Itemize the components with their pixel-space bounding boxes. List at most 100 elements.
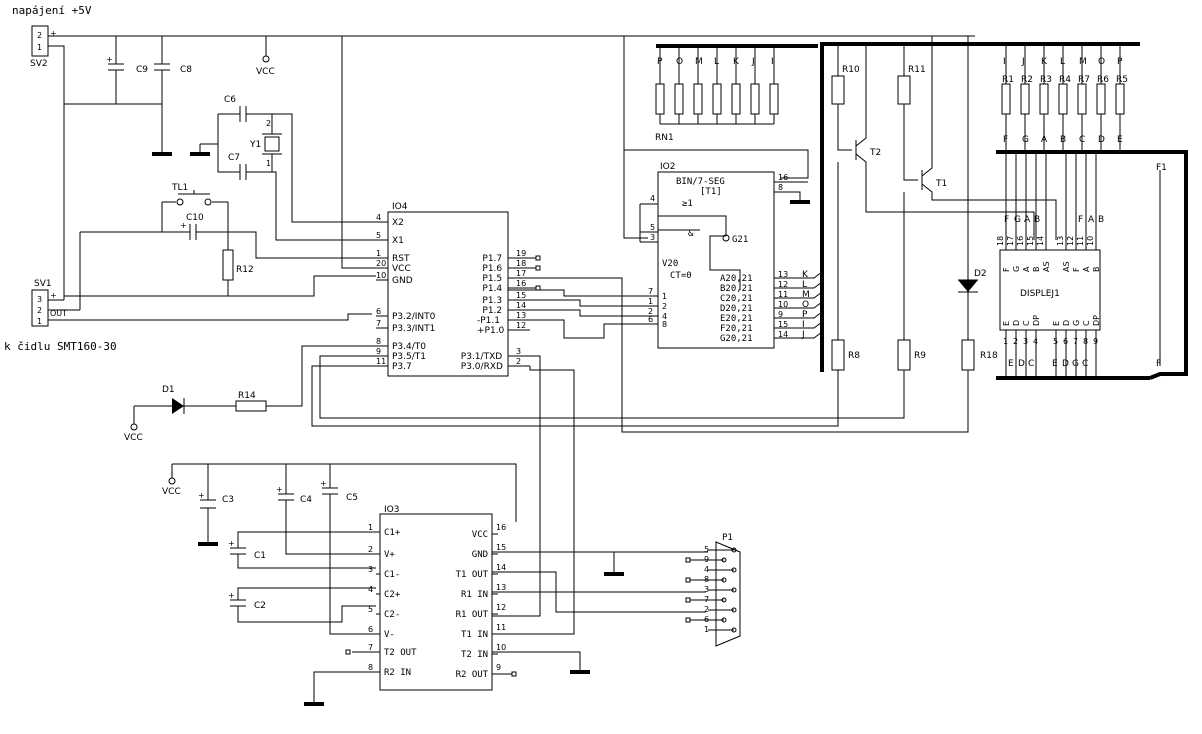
c3-plus: +	[198, 491, 205, 500]
io3-pin-name: C2-	[384, 610, 400, 620]
display-pin-name: D	[1062, 320, 1071, 326]
r10-label: R10	[842, 65, 860, 75]
io2-pin-number: 10	[778, 300, 788, 309]
display-pin-name: G	[1072, 320, 1081, 326]
display-resistor	[1020, 83, 1030, 115]
r14-resistor	[235, 400, 267, 412]
display-pin-name: AS	[1042, 261, 1051, 272]
display-resistor	[1096, 83, 1106, 115]
y1-crystal	[264, 136, 280, 152]
io4-chip: IO4 4X25X11RST20VCC10GND6P3.2/INT07P3.3/…	[376, 202, 541, 377]
t2-label: T2	[869, 148, 881, 158]
c2-label: C2	[254, 601, 266, 611]
display-resistor	[1115, 83, 1125, 115]
ground-symbol-2	[190, 152, 210, 156]
io4-pin-number: 12	[516, 321, 526, 330]
io4-pin-name: GND	[392, 276, 413, 286]
c10-label: C10	[186, 213, 204, 223]
io2-subtitle: [T1]	[700, 187, 722, 197]
p1-pin-contact	[731, 567, 737, 573]
c10-plus: +	[180, 221, 187, 230]
io2-pin-4: 4	[650, 194, 655, 203]
display-resistor-bottom-letter: G	[1022, 135, 1029, 145]
io2-signal-letter: O	[802, 300, 809, 310]
io2-pin-number: 9	[778, 310, 783, 319]
display-pin-number: 18	[996, 236, 1005, 246]
io4-pin-name: P1.2	[482, 306, 502, 316]
rn1-resistor	[655, 83, 665, 115]
io4-pin-name: P3.0/RXD	[461, 362, 503, 372]
p1-pin-number: 5	[704, 545, 709, 554]
display-resistor-top-letter: O	[1098, 57, 1105, 67]
sv1-pin-2: 2	[37, 306, 42, 315]
io2-pin-number: 15	[778, 320, 788, 329]
display-pin-name: B	[1092, 267, 1101, 273]
display-pin-name: AS	[1062, 261, 1071, 272]
io3-pin-number: 10	[496, 643, 506, 652]
ground-symbol-1	[152, 152, 172, 156]
io4-pin-number: 7	[376, 319, 381, 328]
p1-nc-pin	[685, 577, 691, 583]
c1-label: C1	[254, 551, 266, 561]
p1-pin-number: 1	[704, 625, 709, 634]
display-resistor-bottom-letter: B	[1060, 135, 1066, 145]
p1-pin-contact	[721, 617, 727, 623]
display-resistor-name: R6	[1097, 75, 1109, 85]
c9-plus: +	[106, 55, 113, 64]
io4-pin-name: P3.1/TXD	[461, 352, 502, 362]
io2-signal-letter: I	[802, 320, 805, 330]
p1-pin-number: 3	[704, 585, 709, 594]
displej1-name: DISPLEJ1	[1020, 289, 1060, 299]
rn1-pin-label: P	[657, 57, 663, 67]
rn1-pin-label: L	[714, 57, 719, 67]
io2-pin-name: C20,21	[720, 294, 753, 304]
display-pin-number: 17	[1006, 236, 1015, 246]
svg-text:2: 2	[266, 119, 271, 128]
io4-pin-number: 18	[516, 259, 526, 268]
io3-name: IO3	[384, 505, 399, 515]
io4-pin-name: RST	[392, 254, 410, 264]
rn1-pin-label: J	[751, 57, 755, 67]
display-pin-name: DP	[1092, 315, 1101, 326]
io2-pin-number: 14	[778, 330, 788, 339]
io4-pin-name: P1.5	[482, 274, 502, 284]
rn1-resistor	[712, 83, 722, 115]
display-pin-number: 4	[1033, 337, 1038, 346]
io3-pin-number: 6	[368, 625, 373, 634]
display-top-bus-letter: B	[1034, 215, 1040, 225]
io4-pin-number: 13	[516, 311, 526, 320]
io2-signal-letter: L	[802, 280, 807, 290]
display-pin-number: 10	[1086, 236, 1095, 246]
display-pin-name: G	[1012, 266, 1021, 272]
r8-label: R8	[848, 351, 860, 361]
c5-plus: +	[320, 479, 327, 488]
reset-circuit: TL1 C10 + R12	[79, 183, 376, 310]
io3-pin-name: T2 IN	[461, 650, 488, 660]
io3-pin-name: VCC	[472, 530, 488, 540]
io4-pin-number: 19	[516, 249, 526, 258]
display-pin-name: B	[1032, 267, 1041, 273]
display-resistor-bottom-letter: E	[1117, 135, 1123, 145]
io2-pin-name: E20,21	[720, 314, 753, 324]
io4-pin-number: 2	[516, 357, 521, 366]
io4-pin-number: 6	[376, 307, 381, 316]
sv1-out: OUT	[50, 309, 67, 318]
sensor-label: k čidlu SMT160-30	[4, 340, 117, 353]
io2-pin-5: 5	[650, 223, 655, 232]
io4-pin-number: 8	[376, 337, 381, 346]
io3-pin-name: C2+	[384, 590, 401, 600]
vcc-label-d1: VCC	[124, 433, 143, 443]
io3-pin-number: 12	[496, 603, 506, 612]
io4-pin-name: P1.6	[482, 264, 502, 274]
ground-symbol-5	[304, 702, 324, 706]
display-pin-name: A	[1022, 266, 1031, 272]
p1-pin-number: 4	[704, 565, 709, 574]
ground-symbol-7	[570, 670, 590, 674]
io2-pin-name: A20,21	[720, 274, 753, 284]
p1-pin-contact	[731, 627, 737, 633]
io2-pin-8: 8	[778, 183, 783, 192]
sv1-plus: +	[50, 291, 57, 300]
io4-pin-name: X2	[392, 218, 404, 228]
c6-label: C6	[224, 95, 236, 105]
